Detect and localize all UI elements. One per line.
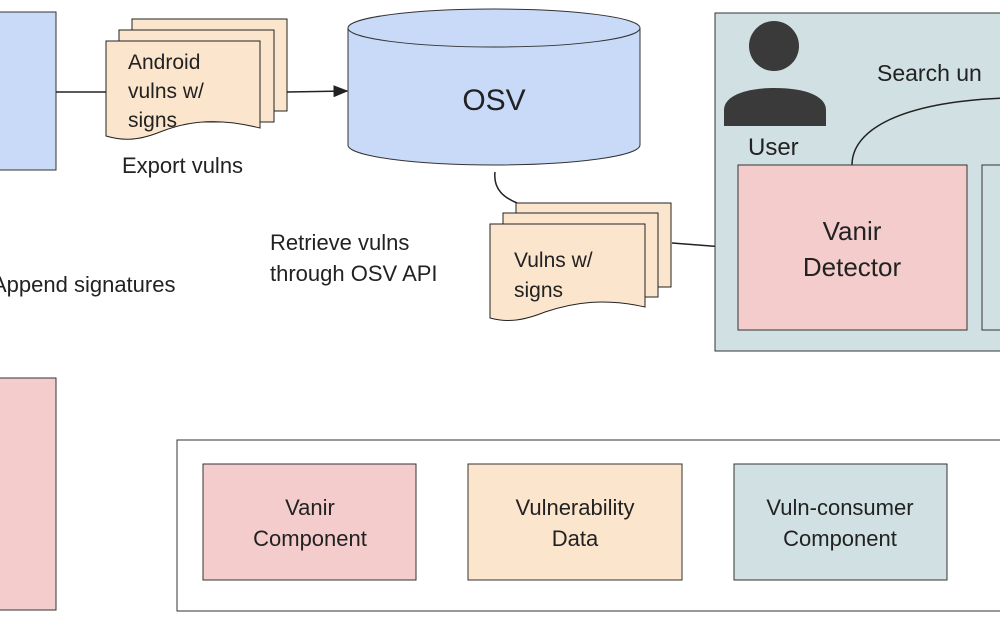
legend-label: Vulnerability [515,495,634,520]
android-vulns-doc-stack: Android vulns w/ signs [105,18,288,140]
vanir-detector-line2: Detector [803,252,902,282]
osv-database: OSV [347,8,641,166]
vanir-detector-box [737,164,968,331]
android-vulns-line1: Android [128,51,200,74]
edge-android-to-osv [286,85,349,98]
consumer-inner-box [981,164,1000,331]
vulns-signs-doc-stack: Vulns w/ signs [489,202,672,321]
retrieve-label-line1: Retrieve vulns [270,230,409,255]
edge-detector-search [851,97,1000,166]
osv-label: OSV [462,84,525,117]
legend-vanir-component [202,463,417,581]
android-vulns-line2: vulns w/ [128,80,204,103]
export-vulns-label: Export vulns [122,153,243,178]
edge-osv-to-vulns [494,171,518,204]
legend-label: Component [783,526,897,551]
user-label: User [748,134,799,161]
left-pink-component [0,377,57,611]
legend-label: Vuln-consumer [766,495,913,520]
search-label: Search un [877,60,982,86]
legend: Vanir Component Vulnerability Data Vuln-… [176,439,1000,612]
legend-label: Data [552,526,599,551]
left-blue-component [0,11,57,171]
legend-vulnerability-data [467,463,683,581]
append-signatures-label: Append signatures [0,272,175,297]
android-vulns-line3: signs [128,109,177,132]
retrieve-label-line2: through OSV API [270,261,438,286]
legend-label: Component [253,526,367,551]
vulns-signs-line2: signs [514,279,563,302]
legend-label: Vanir [285,495,335,520]
vanir-detector-line1: Vanir [823,216,882,246]
user-icon [724,21,826,126]
vulns-signs-line1: Vulns w/ [514,249,593,272]
legend-vuln-consumer-component [733,463,948,581]
